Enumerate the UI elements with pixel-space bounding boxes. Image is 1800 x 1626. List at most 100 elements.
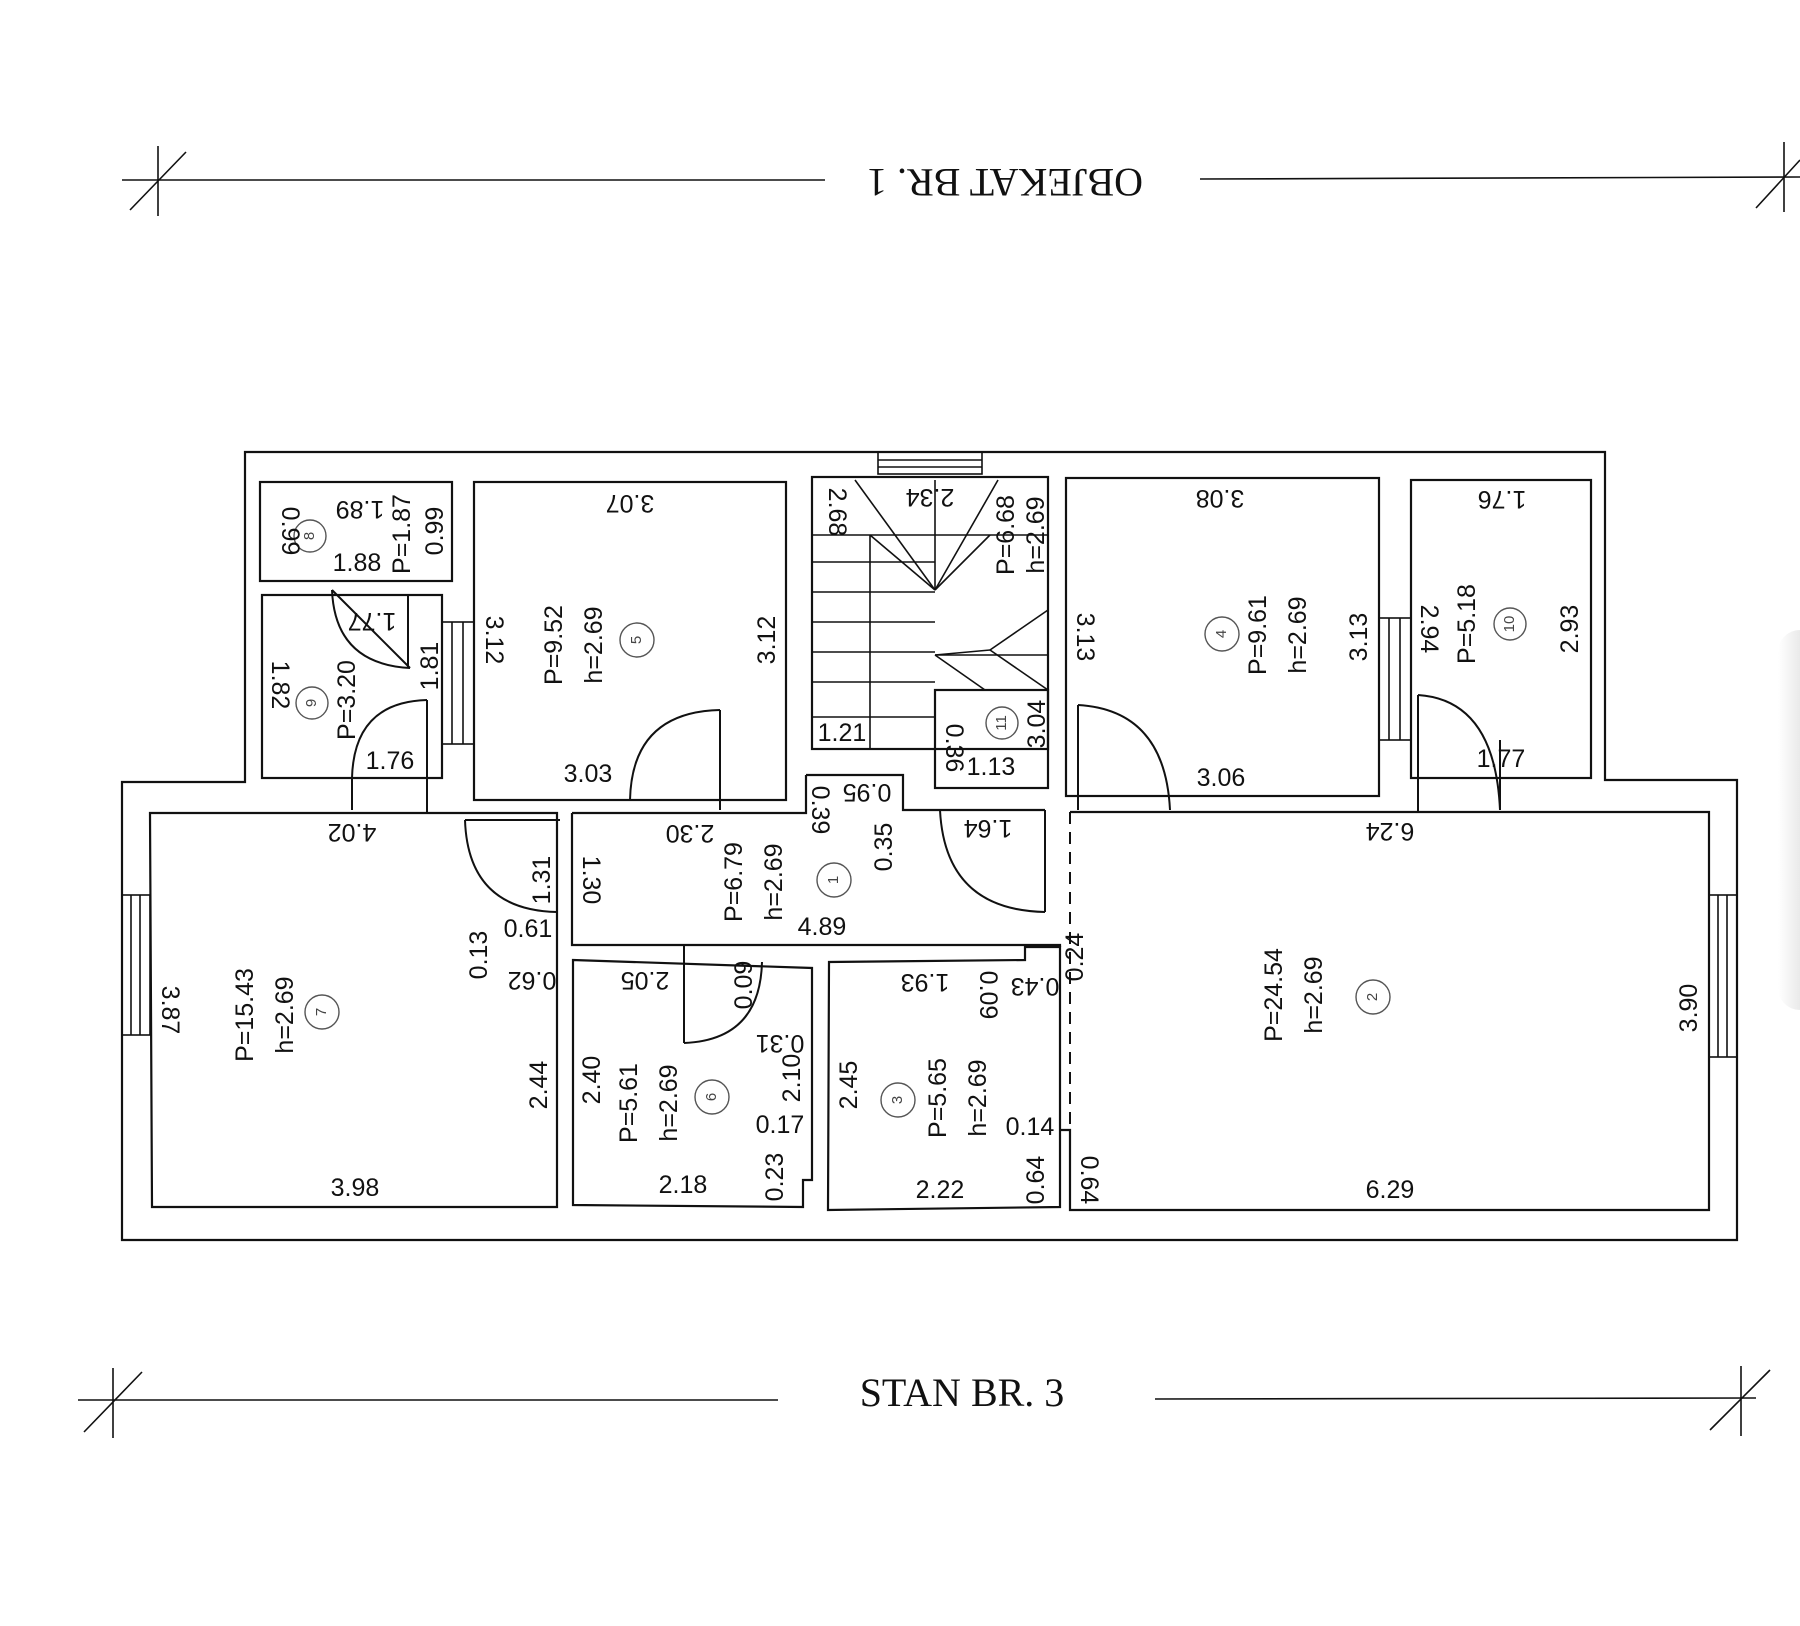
room-9-area: P=3.20 [333, 660, 361, 740]
dim-r6-top: 2.05 [621, 966, 670, 994]
room-10-number: 10 [1501, 616, 1518, 633]
door-room-6 [683, 945, 763, 1044]
dim-r8-bottom: 1.88 [333, 549, 382, 577]
dim-r3-a: 0.09 [974, 971, 1002, 1020]
room-6-number: 6 [703, 1093, 720, 1101]
dim-r8-right: 0.99 [421, 507, 449, 556]
room-7-number: 7 [313, 1008, 330, 1016]
dim-r7-top: 4.02 [328, 818, 377, 846]
dim-r3-b: 0.43 [1011, 972, 1060, 1000]
outer-wall [120, 450, 1739, 1242]
stair-steps [812, 479, 1049, 749]
room-8-number: 8 [301, 532, 318, 540]
room-8-area: P=1.87 [388, 494, 416, 574]
bottom-title-line [78, 1366, 1771, 1438]
dim-r1-a: 0.39 [806, 786, 834, 835]
room-3-circle [880, 1082, 916, 1118]
dim-r4-right: 3.13 [1345, 613, 1373, 662]
door-room-7 [464, 819, 560, 913]
dim-r3-bottom: 2.22 [916, 1176, 965, 1204]
dim-r5-bottom: 3.03 [564, 760, 613, 788]
dim-r4-left: 3.13 [1071, 613, 1099, 662]
dim-r6-e: 0.23 [761, 1153, 789, 1202]
dim-stair-left: 2.68 [823, 488, 851, 537]
room-7-height: h=2.69 [271, 976, 299, 1053]
room-10-area: P=5.18 [1453, 584, 1481, 664]
room-5-area: P=9.52 [540, 605, 568, 685]
dim-r2-bottom: 6.29 [1366, 1176, 1415, 1204]
window-right [1708, 894, 1738, 1058]
dim-r3-c: 0.24 [1061, 933, 1089, 982]
dim-r2-top: 6.24 [1366, 817, 1415, 845]
dim-r9-left: 1.82 [266, 661, 294, 710]
dim-r1-left: 1.30 [577, 856, 605, 905]
door-room-9-b [351, 699, 428, 813]
dim-r6-d: 0.17 [756, 1111, 805, 1139]
door-room-9 [331, 589, 411, 669]
dim-r2-left: 0.64 [1075, 1156, 1103, 1205]
dim-r10-top: 1.76 [1478, 485, 1527, 513]
room-7-circle [304, 994, 340, 1030]
top-title-line [122, 142, 1800, 216]
window-top [877, 451, 983, 475]
room-11-number: 11 [993, 715, 1010, 731]
room-7-walls [148, 811, 559, 1209]
dim-r9-top: 1.77 [348, 607, 397, 635]
dim-r4-bottom: 3.06 [1197, 764, 1246, 792]
room-6-circle [694, 1079, 730, 1115]
room-3-height: h=2.69 [964, 1059, 992, 1136]
room-6-walls [571, 958, 814, 1209]
dim-r7-left: 3.87 [156, 986, 184, 1035]
room-3-area: P=5.65 [924, 1058, 952, 1138]
dim-r5-right: 3.12 [753, 616, 781, 665]
door-room-10 [1417, 694, 1501, 812]
window-left [121, 894, 151, 1036]
dim-c-013: 0.13 [465, 931, 493, 980]
room-11-height: h=2.69 [1022, 496, 1050, 573]
room-5-height: h=2.69 [580, 606, 608, 683]
room-1-area: P=6.79 [720, 842, 748, 922]
dim-stair-top: 2.34 [906, 483, 955, 511]
door-room-4 [1077, 704, 1171, 811]
room-3-number: 3 [889, 1096, 906, 1104]
dim-r11-right: 3.04 [1023, 700, 1051, 749]
dim-c-131: 1.31 [528, 856, 556, 905]
dim-r1-c: 0.35 [870, 823, 898, 872]
room-1-circle [816, 862, 852, 898]
room-7-area: P=15.43 [231, 968, 259, 1062]
dim-r3-top: 1.93 [901, 968, 950, 996]
room-4-height: h=2.69 [1284, 596, 1312, 673]
stair-walls [810, 475, 1050, 751]
edge-shadow [1778, 630, 1800, 1010]
dim-r3-e: 0.64 [1022, 1156, 1050, 1205]
top-title: OBJEKAT BR. 1 [867, 160, 1143, 205]
room-8-circle [293, 519, 327, 553]
dim-r6-b: 0.31 [756, 1029, 805, 1057]
dim-r6-c: 2.10 [778, 1054, 806, 1103]
dim-r5-top: 3.07 [606, 489, 655, 517]
dim-r8-left: 0.99 [276, 507, 304, 556]
dim-r9-bottom: 1.76 [366, 747, 415, 775]
room-8-walls [258, 480, 454, 583]
room-4-area: P=9.61 [1244, 595, 1272, 675]
room-1-walls [570, 773, 1062, 947]
room-2-circle [1355, 979, 1391, 1015]
dim-r6-bottom: 2.18 [659, 1171, 708, 1199]
dim-r10-bottom: 1.77 [1477, 745, 1526, 773]
room-4-number: 4 [1213, 630, 1230, 638]
room-1-number: 1 [825, 876, 842, 884]
dim-r1-bottom: 4.89 [798, 913, 847, 941]
room-2-number: 2 [1364, 993, 1381, 1001]
dim-r3-d: 0.14 [1006, 1113, 1055, 1141]
room-10-circle [1493, 607, 1527, 641]
room-4-circle [1204, 616, 1240, 652]
room-2-walls [1060, 810, 1711, 1212]
dim-r1-top: 2.30 [666, 819, 715, 847]
dim-r1-b: 0.95 [843, 778, 892, 806]
dim-r1-d: 1.64 [964, 814, 1013, 842]
room-5-number: 5 [628, 636, 645, 644]
room-11-area: P=6.68 [992, 495, 1020, 575]
dim-r7-bottom: 3.98 [331, 1174, 380, 1202]
dim-r8-top: 1.89 [336, 495, 385, 523]
